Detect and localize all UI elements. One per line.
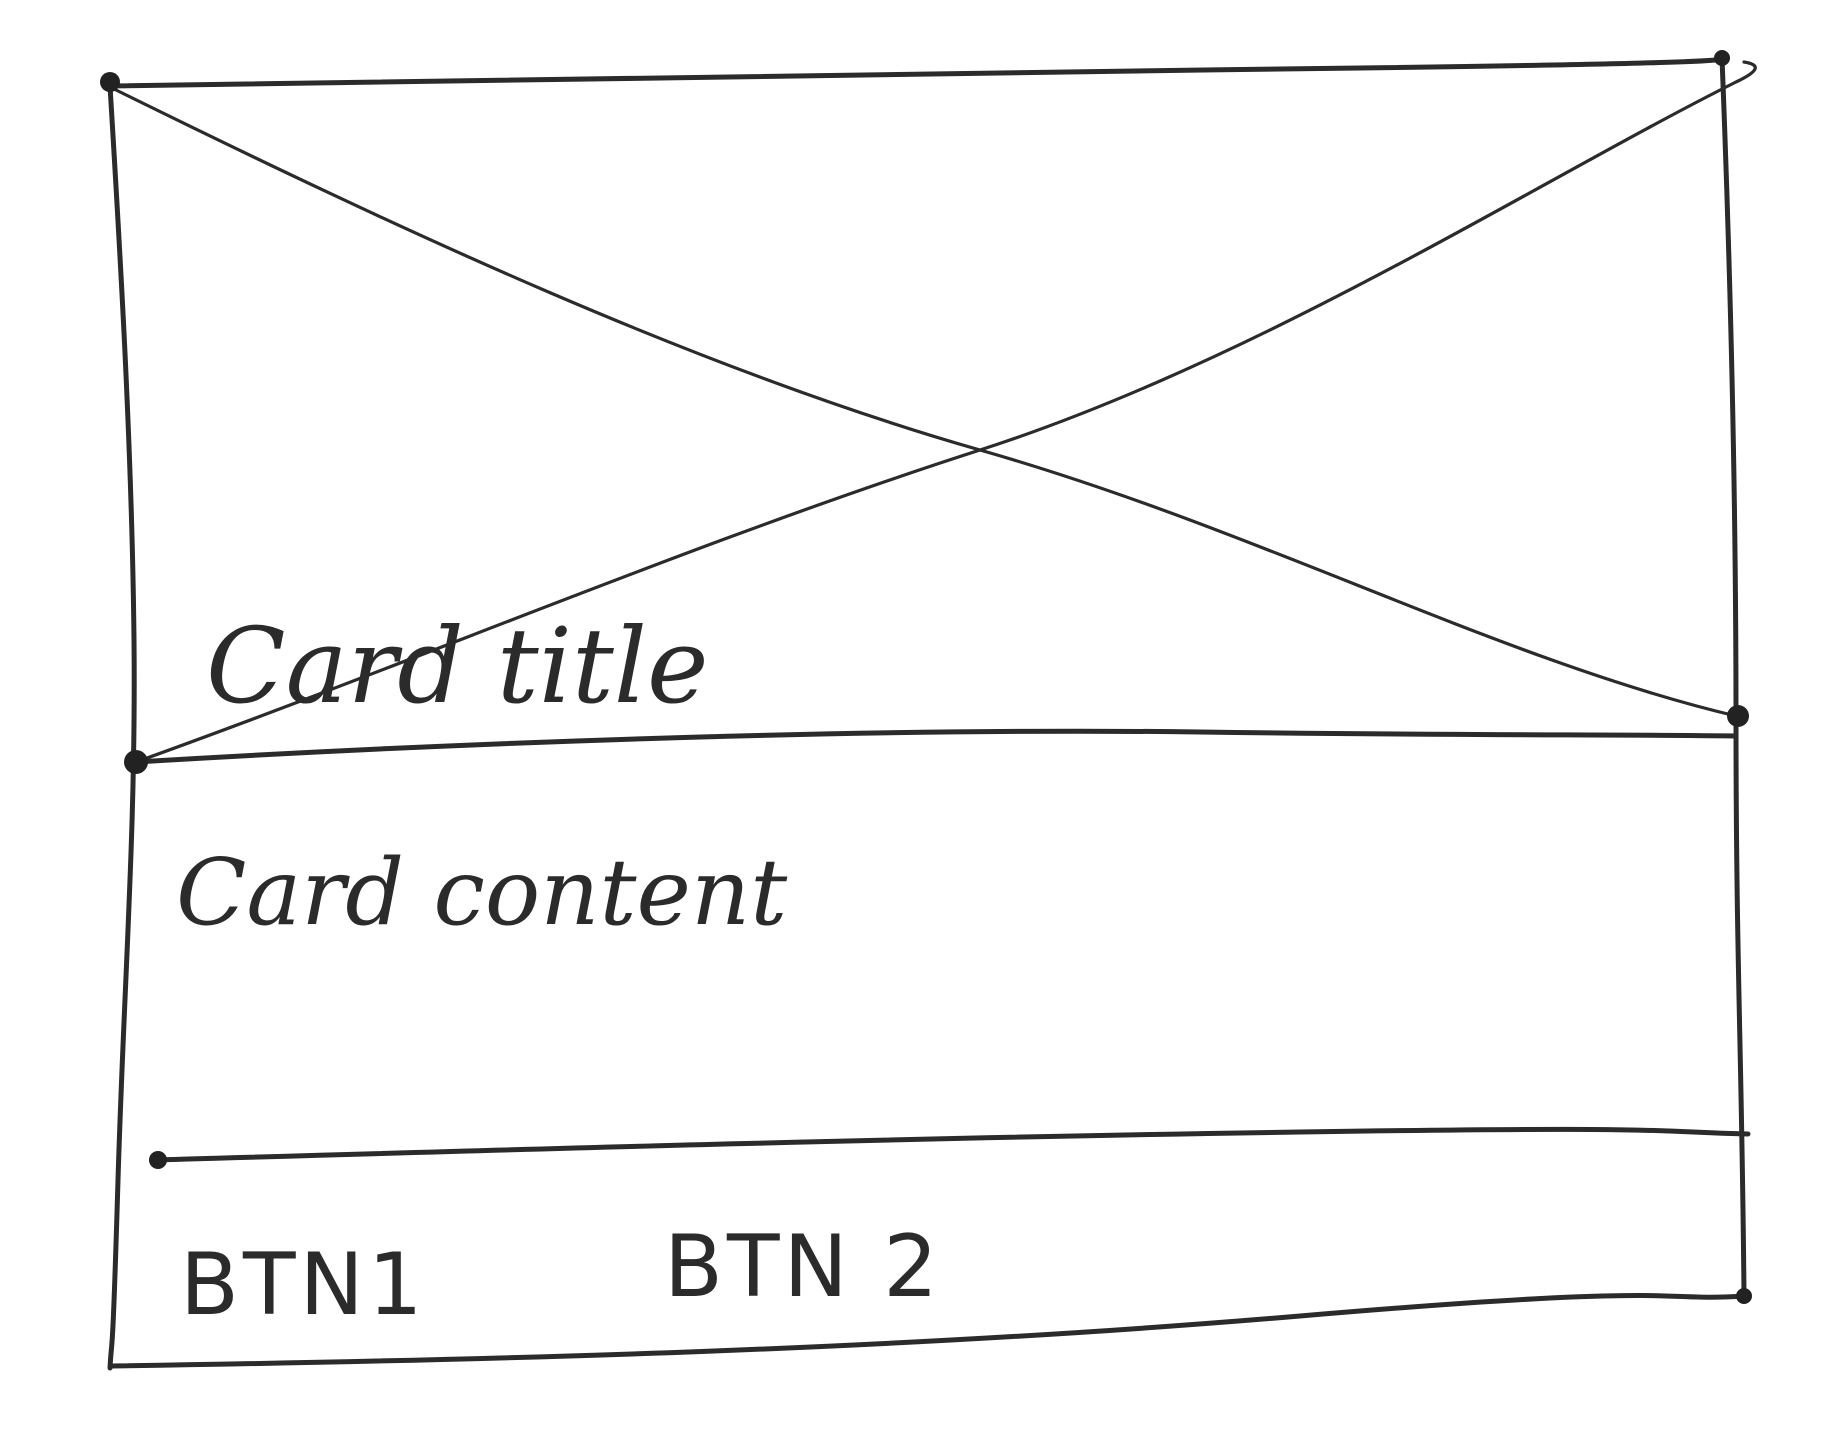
card-content: Card content xyxy=(176,839,788,946)
card-frame-left xyxy=(107,83,137,1371)
card-title: Card title xyxy=(206,605,709,727)
card-frame-right xyxy=(1719,55,1747,1299)
card-frame-bottom xyxy=(109,1293,1749,1369)
image-placeholder-icon xyxy=(110,60,1757,764)
corner-dots xyxy=(100,50,1752,1304)
image-divider xyxy=(133,728,1739,765)
actions-divider xyxy=(153,1126,1751,1163)
button-1[interactable]: BTN1 xyxy=(180,1235,427,1335)
image-cross-line-2 xyxy=(134,60,1757,764)
card-frame-top xyxy=(105,55,1725,89)
button-2[interactable]: BTN 2 xyxy=(664,1217,942,1317)
